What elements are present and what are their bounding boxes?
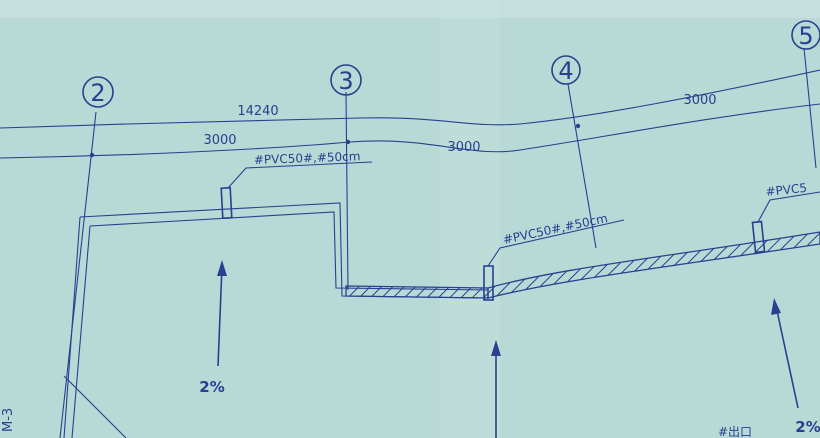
wall-line-outer xyxy=(63,216,81,438)
slope-arrow-middle xyxy=(491,340,501,438)
dimension-overall: 14240 xyxy=(237,104,278,119)
grid-bubble-2: 2 xyxy=(82,76,114,108)
grid-label-3: 3 xyxy=(338,67,353,95)
side-marker: M-3 xyxy=(1,408,16,432)
bottom-note: #出口 xyxy=(718,425,752,438)
slope-label-right: 2% xyxy=(795,418,820,436)
hatched-gutter-right xyxy=(487,231,820,299)
slope-arrow-left xyxy=(217,260,227,367)
note-pipe-1: #PVC50#,#50cm xyxy=(254,149,361,167)
paper-edge xyxy=(0,0,820,18)
leader-pipe-2 xyxy=(487,219,625,267)
grid-line-2 xyxy=(59,111,97,438)
grid-label-2: 2 xyxy=(90,79,105,107)
dimension-span-2-3: 3000 xyxy=(203,133,236,148)
slope-label-left: 2% xyxy=(199,378,224,396)
grid-bubble-4: 4 xyxy=(551,55,581,85)
grid-bubble-5: 5 xyxy=(791,20,820,50)
grid-label-4: 4 xyxy=(558,57,573,85)
dimension-line-spans xyxy=(0,103,820,159)
leader-pipe-1 xyxy=(227,161,373,189)
grid-bubble-3: 3 xyxy=(330,64,362,96)
corner-diagonal xyxy=(63,375,127,438)
downpipe-1 xyxy=(220,186,233,220)
grid-label-5: 5 xyxy=(798,22,813,50)
tick-4 xyxy=(575,123,581,129)
tick-3 xyxy=(345,139,351,145)
grid-line-3 xyxy=(345,91,349,291)
wall-line-inner xyxy=(71,225,91,438)
grid-line-5 xyxy=(803,47,817,169)
parapet-outline-inner xyxy=(89,211,489,291)
leader-pipe-3 xyxy=(757,191,820,223)
parapet-outline-outer xyxy=(79,202,489,299)
dimension-span-4-5: 3000 xyxy=(683,93,716,108)
grid-line-4 xyxy=(567,83,597,249)
downpipe-3 xyxy=(751,220,766,254)
hatched-gutter-left xyxy=(345,285,489,299)
tick-2 xyxy=(89,152,95,158)
dimension-line-overall xyxy=(0,69,820,129)
paper-fold xyxy=(440,0,500,438)
note-pipe-3: #PVC5 xyxy=(765,181,808,199)
dimension-span-3-4: 3000 xyxy=(447,140,480,155)
slope-arrow-right xyxy=(771,298,799,409)
